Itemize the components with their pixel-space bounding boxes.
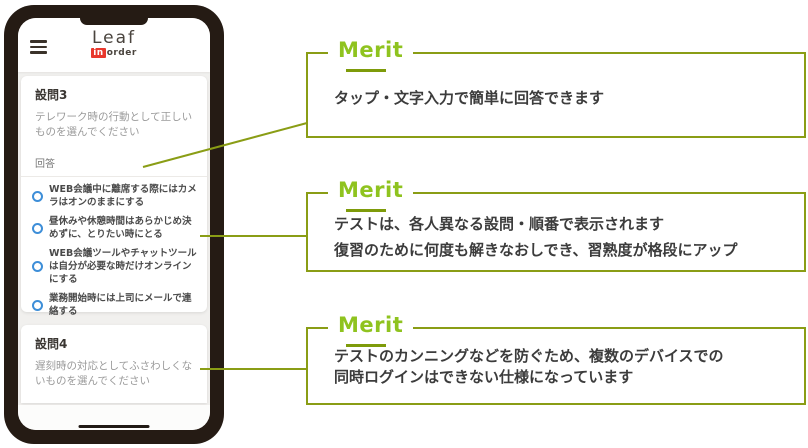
merit-callout-3: Merit テストのカンニングなどを防ぐため、複数のデバイスでの 同時ログインは… [306, 313, 806, 405]
radio-icon[interactable] [32, 190, 43, 202]
answer-options: WEB会議中に離席する際にはカメラはオンのままにする 昼休みや休憩時間はあらかじ… [21, 180, 207, 321]
merit-3-body: テストのカンニングなどを防ぐため、複数のデバイスでの 同時ログインはできない仕様… [334, 346, 790, 388]
merit-3-underline [346, 344, 386, 347]
option-3-label: WEB会議ツールやチャットツールは自分が必要な時だけオンラインにする [49, 248, 197, 285]
option-3[interactable]: WEB会議ツールやチャットツールは自分が必要な時だけオンラインにする [21, 244, 207, 289]
option-2[interactable]: 昼休みや休憩時間はあらかじめ決めずに、とりたい時にとる [21, 212, 207, 244]
logo-text: Leaf [91, 28, 137, 48]
merit-2-label: Merit [328, 178, 414, 202]
home-indicator[interactable] [78, 425, 150, 428]
merit-callout-1: Merit タップ・文字入力で簡単に回答できます [306, 38, 806, 138]
merit-2-line-1: テストは、各人異なる設問・順番で表示されます [334, 215, 665, 233]
radio-icon[interactable] [32, 299, 43, 311]
question4-title: 設問4 [35, 337, 68, 351]
option-4[interactable]: 業務開始時には上司にメールで連絡する [21, 289, 207, 321]
radio-icon[interactable] [32, 261, 43, 272]
merit-3-label: Merit [328, 313, 414, 337]
question3-card: 設問3 テレワーク時の行動として正しいものを選んでください 回答 WEB会議中に… [21, 76, 207, 317]
answer-label: 回答 [35, 159, 55, 170]
merit-3-line-2: 同時ログインはできない仕様になっています [334, 368, 634, 386]
merit-2-underline [346, 209, 386, 212]
merit-3-line-1: テストのカンニングなどを防ぐため、複数のデバイスでの [334, 347, 724, 365]
question3-title: 設問3 [35, 88, 68, 102]
option-2-label: 昼休みや休憩時間はあらかじめ決めずに、とりたい時にとる [49, 216, 192, 240]
merit-1-underline [346, 69, 386, 72]
merit-1-body: タップ・文字入力で簡単に回答できます [334, 86, 790, 110]
option-4-label: 業務開始時には上司にメールで連絡する [49, 293, 192, 317]
app-content: 設問3 テレワーク時の行動として正しいものを選んでください 回答 WEB会議中に… [18, 72, 210, 405]
merit-callout-2: Merit テストは、各人異なる設問・順番で表示されます 復習のために何度も解き… [306, 178, 806, 272]
question4-card: 設問4 遅刻時の対応としてふさわしくないものを選んでください [21, 325, 207, 403]
merit-1-label: Merit [328, 38, 414, 62]
phone-notch [80, 18, 148, 25]
question4-description: 遅刻時の対応としてふさわしくないものを選んでください [35, 360, 193, 387]
hamburger-menu-icon[interactable] [30, 40, 47, 57]
option-1-label: WEB会議中に離席する際にはカメラはオンのままにする [49, 184, 197, 208]
logo-order-text: order [106, 48, 137, 58]
app-footer [18, 405, 210, 430]
option-1[interactable]: WEB会議中に離席する際にはカメラはオンのままにする [21, 180, 207, 212]
question3-description: テレワーク時の行動として正しいものを選んでください [35, 111, 193, 138]
merit-2-line-2: 復習のために何度も解きなおしでき、習熟度が格段にアップ [334, 241, 738, 259]
merit-2-body: テストは、各人異なる設問・順番で表示されます 復習のために何度も解きなおしでき、… [334, 211, 790, 263]
merit-1-line-1: タップ・文字入力で簡単に回答できます [334, 89, 605, 107]
divider [21, 176, 207, 177]
logo-in-badge: in [91, 48, 106, 58]
radio-icon[interactable] [32, 222, 43, 234]
